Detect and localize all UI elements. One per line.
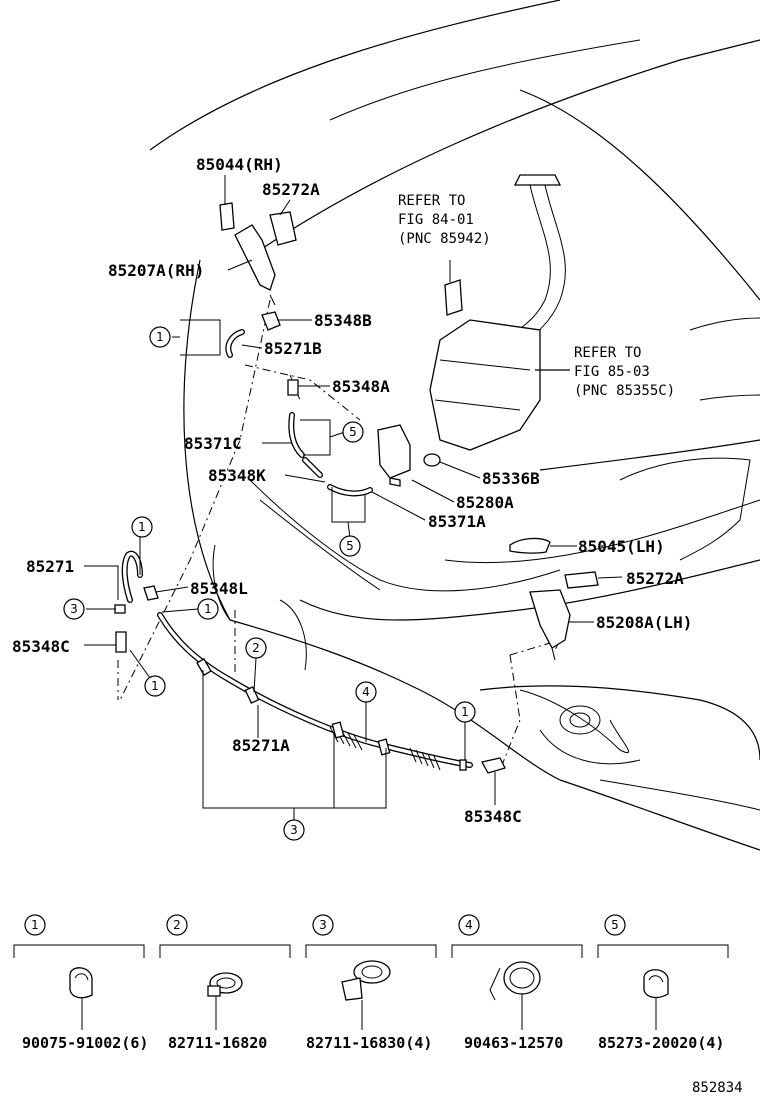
label-85348K: 85348K (208, 466, 266, 485)
figure-id: 852834 (692, 1080, 743, 1096)
label-85280A: 85280A (456, 493, 514, 512)
svg-text:5: 5 (611, 918, 619, 932)
label-85045: 85045(LH) (578, 537, 665, 556)
washer-tank (429, 174, 570, 451)
hoses (121, 329, 473, 771)
svg-text:2: 2 (252, 641, 260, 655)
fittings (114, 311, 506, 774)
refer-note-84-01: REFER TO FIG 84-01 (PNC 85942) (398, 193, 491, 247)
svg-text:2: 2 (173, 918, 181, 932)
label-85371A: 85371A (428, 512, 486, 531)
svg-text:5: 5 (346, 539, 354, 553)
label-85271B: 85271B (264, 339, 322, 358)
legend-part-5: 85273-20020(4) (598, 1034, 724, 1052)
label-85348A: 85348A (332, 377, 390, 396)
svg-text:REFER TO: REFER TO (574, 345, 641, 361)
leader-dash-lines (117, 299, 561, 771)
label-85044: 85044(RH) (196, 155, 283, 174)
nozzle-rh (219, 202, 297, 306)
nozzle-lh (509, 537, 599, 661)
callout-circles: 1 5 5 1 3 1 1 2 4 1 3 (63, 326, 476, 841)
legend-item-3: 3 82711-16830(4) (305, 914, 437, 1052)
svg-text:3: 3 (70, 602, 78, 616)
part-labels: 85044(RH) 85272A 85207A(RH) 85348B 85271… (12, 155, 692, 826)
svg-text:4: 4 (362, 685, 370, 699)
svg-text:1: 1 (151, 679, 159, 693)
svg-text:3: 3 (290, 823, 298, 837)
legend-part-3: 82711-16830(4) (306, 1034, 432, 1052)
svg-text:FIG 84-01: FIG 84-01 (398, 212, 474, 228)
legend-item-1: 1 90075-91002(6) (13, 914, 148, 1052)
label-85272A-right: 85272A (626, 569, 684, 588)
label-leaders (84, 175, 623, 820)
legend-item-4: 4 90463-12570 (451, 914, 583, 1052)
legend-part-2: 82711-16820 (168, 1034, 267, 1052)
refer-note-85-03: REFER TO FIG 85-03 (PNC 85355C) (574, 345, 675, 399)
car-body-outline (149, 0, 760, 851)
svg-text:3: 3 (319, 918, 327, 932)
label-85348C-bottom: 85348C (464, 807, 522, 826)
svg-text:1: 1 (204, 602, 212, 616)
label-85348C-left: 85348C (12, 637, 70, 656)
legend-part-4: 90463-12570 (464, 1034, 563, 1052)
label-85272A-top: 85272A (262, 180, 320, 199)
svg-text:4: 4 (465, 918, 473, 932)
label-85271A: 85271A (232, 736, 290, 755)
legend-part-1: 90075-91002(6) (22, 1034, 148, 1052)
legend-item-2: 2 82711-16820 (159, 914, 291, 1052)
svg-text:REFER TO: REFER TO (398, 193, 465, 209)
label-85348B: 85348B (314, 311, 372, 330)
svg-text:1: 1 (461, 705, 469, 719)
svg-text:5: 5 (349, 425, 357, 439)
label-85336B: 85336B (482, 469, 540, 488)
legend: 1 90075-91002(6) 2 82711-16820 3 82711-1… (13, 914, 729, 1052)
washer-pump (377, 424, 441, 487)
label-85208A: 85208A(LH) (596, 613, 692, 632)
label-85207A: 85207A(RH) (108, 261, 204, 280)
legend-item-5: 5 85273-20020(4) (597, 914, 729, 1052)
label-85348L: 85348L (190, 579, 248, 598)
svg-text:FIG 85-03: FIG 85-03 (574, 364, 650, 380)
label-85271: 85271 (26, 557, 74, 576)
svg-text:1: 1 (31, 918, 39, 932)
svg-text:(PNC 85942): (PNC 85942) (398, 231, 491, 247)
label-85371C: 85371C (184, 434, 242, 453)
svg-text:1: 1 (138, 520, 146, 534)
svg-text:1: 1 (156, 330, 164, 344)
svg-text:(PNC 85355C): (PNC 85355C) (574, 383, 675, 399)
